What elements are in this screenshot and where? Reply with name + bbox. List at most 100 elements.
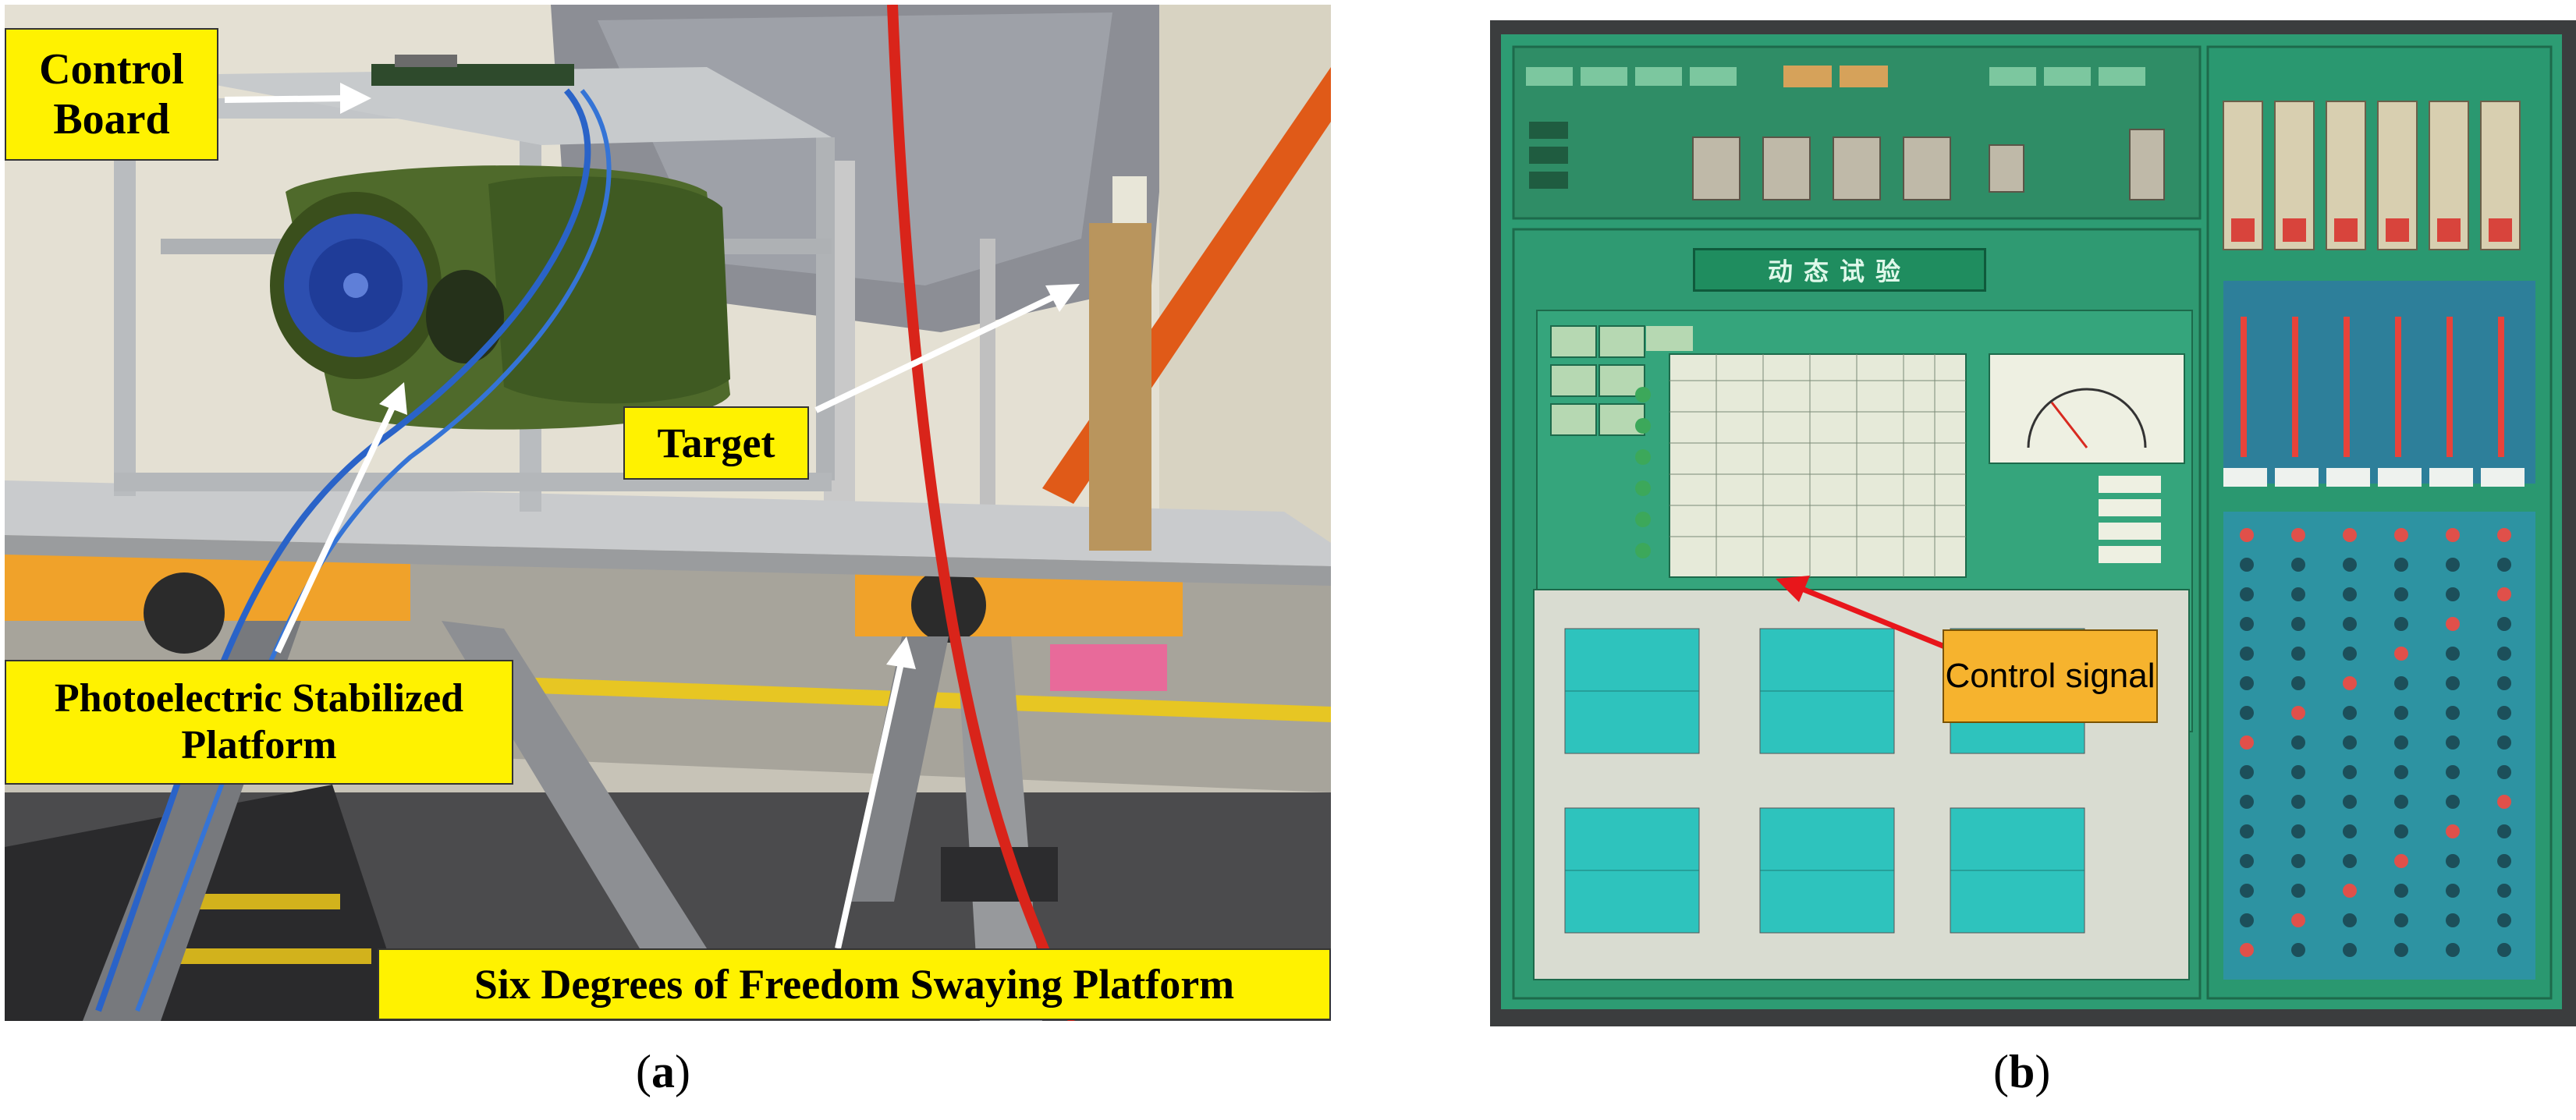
led-indicator bbox=[2343, 706, 2357, 720]
led-indicator bbox=[2394, 587, 2408, 601]
led-indicator bbox=[2497, 854, 2511, 868]
led-indicator bbox=[2343, 824, 2357, 838]
led-indicator bbox=[2446, 735, 2460, 750]
led-indicator bbox=[2446, 528, 2460, 542]
led-indicator bbox=[2291, 676, 2305, 690]
led-indicator bbox=[2240, 676, 2254, 690]
led-indicator bbox=[2291, 884, 2305, 898]
led-indicator bbox=[2497, 676, 2511, 690]
photoelectric-platform-label: Photoelectric Stabilized Platform bbox=[5, 660, 513, 785]
control-software-ui bbox=[1490, 20, 2576, 1026]
led-indicator bbox=[2240, 558, 2254, 572]
led-indicator bbox=[2394, 854, 2408, 868]
led-indicator bbox=[2394, 913, 2408, 927]
led-indicator bbox=[2240, 943, 2254, 957]
led-indicator bbox=[2343, 558, 2357, 572]
led-indicator bbox=[2291, 854, 2305, 868]
led-indicator bbox=[2446, 706, 2460, 720]
led-indicator bbox=[2394, 676, 2408, 690]
led-indicator bbox=[2394, 647, 2408, 661]
led-indicator bbox=[2240, 735, 2254, 750]
led-indicator bbox=[2343, 617, 2357, 631]
led-indicator bbox=[2240, 617, 2254, 631]
led-indicator bbox=[2240, 587, 2254, 601]
control-software-screen bbox=[1490, 20, 2576, 1026]
led-indicator bbox=[2446, 854, 2460, 868]
lab-photo-scene bbox=[5, 5, 1331, 1021]
led-indicator bbox=[2394, 824, 2408, 838]
led-indicator bbox=[2497, 735, 2511, 750]
led-indicator bbox=[2497, 558, 2511, 572]
led-indicator bbox=[2343, 913, 2357, 927]
lab-photo bbox=[5, 5, 1331, 1021]
led-indicator bbox=[2394, 617, 2408, 631]
led-indicator bbox=[2497, 943, 2511, 957]
led-indicator bbox=[2240, 706, 2254, 720]
led-indicator bbox=[2497, 617, 2511, 631]
caption-a: (a) bbox=[636, 1046, 690, 1097]
led-indicator bbox=[2497, 824, 2511, 838]
led-indicator bbox=[2343, 884, 2357, 898]
led-indicator bbox=[2343, 765, 2357, 779]
led-indicator bbox=[2291, 913, 2305, 927]
led-indicator bbox=[2446, 943, 2460, 957]
led-indicator bbox=[2343, 528, 2357, 542]
led-indicator bbox=[2291, 765, 2305, 779]
led-indicator bbox=[2497, 528, 2511, 542]
target-label: Target bbox=[623, 406, 809, 480]
led-indicator bbox=[2497, 706, 2511, 720]
led-indicator bbox=[2497, 647, 2511, 661]
led-indicator bbox=[2240, 824, 2254, 838]
led-indicator bbox=[2446, 558, 2460, 572]
led-indicator bbox=[2446, 647, 2460, 661]
led-indicator bbox=[2291, 795, 2305, 809]
led-indicator bbox=[2446, 676, 2460, 690]
led-indicator bbox=[2291, 943, 2305, 957]
led-indicator bbox=[2446, 913, 2460, 927]
led-indicator bbox=[2291, 735, 2305, 750]
led-indicator bbox=[2446, 617, 2460, 631]
led-indicator bbox=[2497, 795, 2511, 809]
led-indicator bbox=[2394, 795, 2408, 809]
led-indicator bbox=[2497, 765, 2511, 779]
led-indicator bbox=[2446, 765, 2460, 779]
led-indicator bbox=[2291, 706, 2305, 720]
led-indicator bbox=[2394, 765, 2408, 779]
control-signal-label: Control signal bbox=[1943, 629, 2158, 723]
led-indicator bbox=[2291, 824, 2305, 838]
led-indicator bbox=[2291, 558, 2305, 572]
led-indicator bbox=[2394, 943, 2408, 957]
led-indicator bbox=[2240, 795, 2254, 809]
led-indicator bbox=[2291, 587, 2305, 601]
led-indicator bbox=[2240, 647, 2254, 661]
screen-title: 动态试验 bbox=[1693, 248, 1986, 292]
led-indicator bbox=[2240, 528, 2254, 542]
six-dof-platform-label: Six Degrees of Freedom Swaying Platform bbox=[378, 948, 1331, 1020]
caption-b: (b) bbox=[1993, 1046, 2051, 1097]
led-indicator bbox=[2343, 735, 2357, 750]
led-indicator bbox=[2446, 824, 2460, 838]
led-indicator bbox=[2446, 587, 2460, 601]
led-indicator bbox=[2343, 943, 2357, 957]
led-indicator bbox=[2394, 706, 2408, 720]
led-indicator bbox=[2240, 884, 2254, 898]
led-indicator-grid bbox=[2240, 528, 2511, 957]
led-indicator bbox=[2394, 558, 2408, 572]
caption-b-letter: b bbox=[2008, 1046, 2035, 1097]
led-indicator bbox=[2240, 854, 2254, 868]
led-indicator bbox=[2446, 884, 2460, 898]
led-indicator bbox=[2291, 528, 2305, 542]
led-indicator bbox=[2497, 884, 2511, 898]
led-indicator bbox=[2240, 765, 2254, 779]
led-indicator bbox=[2343, 854, 2357, 868]
led-indicator bbox=[2343, 647, 2357, 661]
led-indicator bbox=[2394, 528, 2408, 542]
led-indicator bbox=[2291, 617, 2305, 631]
led-indicator bbox=[2343, 676, 2357, 690]
led-indicator bbox=[2497, 587, 2511, 601]
led-indicator bbox=[2497, 913, 2511, 927]
led-indicator bbox=[2394, 884, 2408, 898]
led-indicator bbox=[2446, 795, 2460, 809]
control-board-label: Control Board bbox=[5, 28, 218, 161]
led-indicator bbox=[2291, 647, 2305, 661]
